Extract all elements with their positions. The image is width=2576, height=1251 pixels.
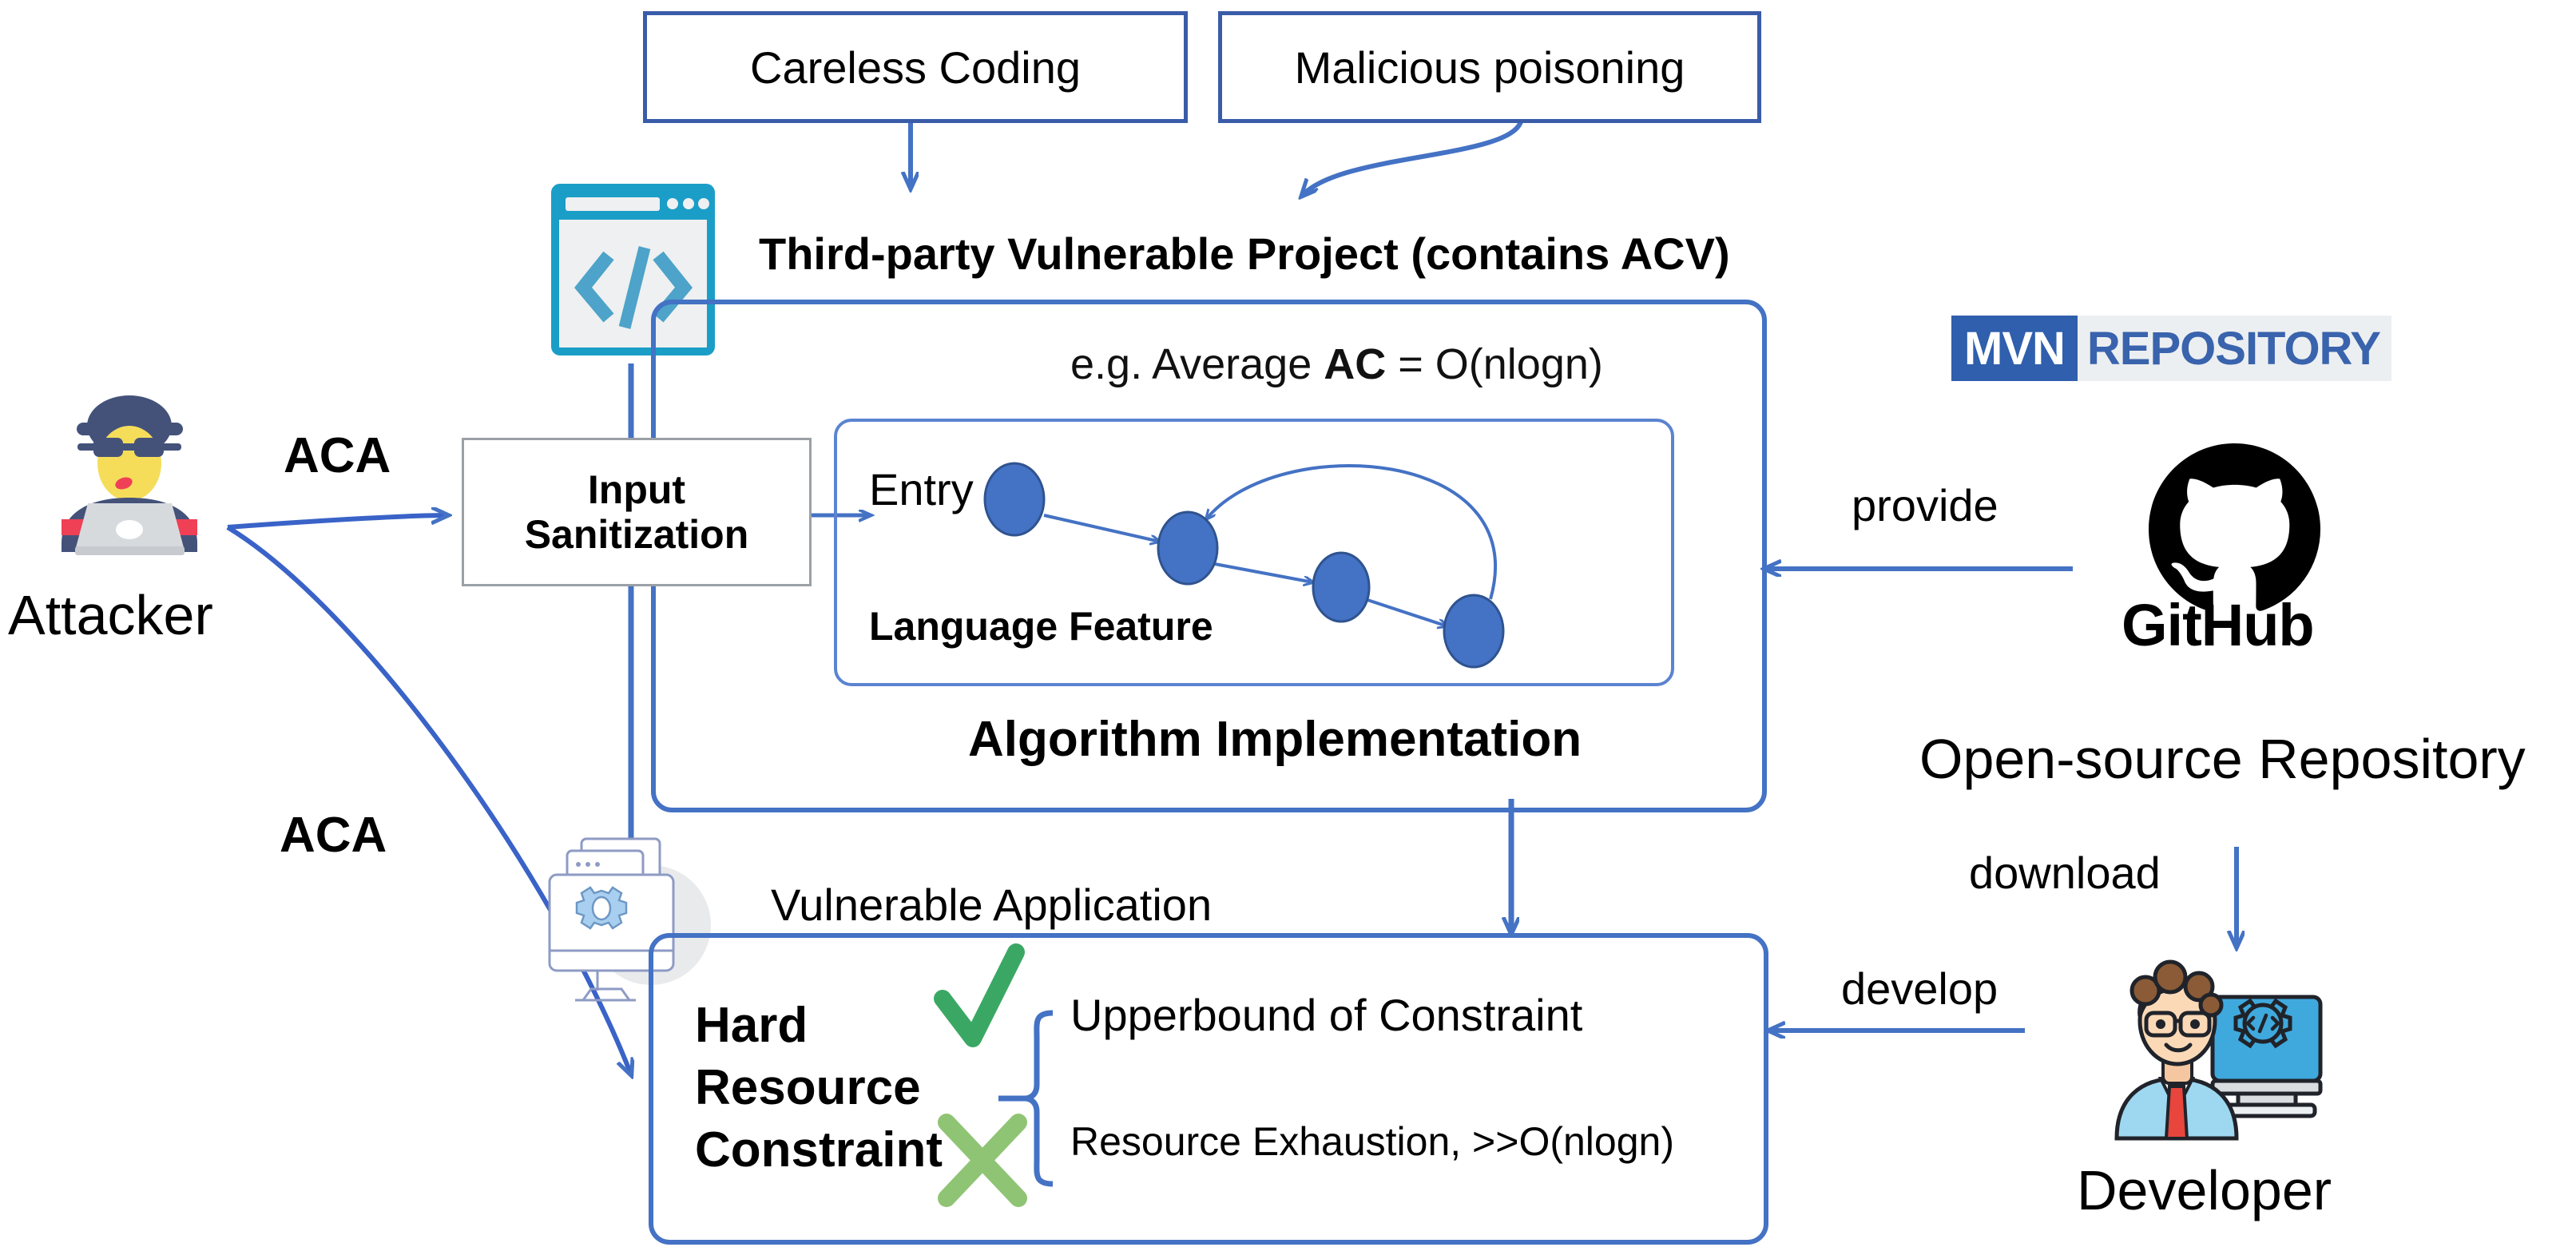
mvn-repository-logo[interactable]: MVN REPOSITORY (1951, 316, 2391, 381)
aca-label-top: ACA (284, 428, 391, 483)
mvn-logo-mark: MVN (1951, 316, 2078, 381)
source-label-careless: Careless Coding (750, 42, 1081, 93)
vulnerable-application-label: Vulnerable Application (771, 880, 1213, 930)
input-sanitization-line1: Input (587, 467, 686, 512)
algorithm-implementation-label: Algorithm Implementation (968, 712, 1582, 767)
arrow-aca-to-sanitization (227, 515, 447, 530)
code-window-icon (551, 184, 715, 355)
github-label: GitHub (2122, 592, 2315, 658)
language-feature-box (834, 419, 1674, 686)
aca-label-bottom: ACA (280, 808, 387, 863)
attacker-label: Attacker (8, 584, 213, 646)
resource-exhaustion-text: Resource Exhaustion, >>O(nlogn) (1070, 1119, 1674, 1164)
hard-resource-constraint-label: Hard Resource Constraint (695, 995, 943, 1182)
arrow-malicious-to-project (1302, 117, 1524, 196)
develop-label: develop (1841, 963, 1998, 1014)
hacker-avatar-icon (44, 395, 216, 567)
developer-avatar-icon (2093, 951, 2332, 1142)
input-sanitization-box[interactable]: Input Sanitization (462, 438, 812, 586)
developer-label: Developer (2077, 1159, 2332, 1221)
complexity-expression: e.g. Average AC = O(nlogn) (1070, 340, 1603, 389)
constraint-line3: Constraint (695, 1122, 943, 1178)
constraint-line1: Hard (695, 998, 808, 1053)
source-box-careless-coding[interactable]: Careless Coding (643, 11, 1188, 123)
complexity-suffix: = O(nlogn) (1386, 340, 1603, 388)
provide-label: provide (1852, 480, 1998, 530)
complexity-prefix: e.g. Average (1070, 340, 1324, 388)
constraint-line2: Resource (695, 1060, 921, 1116)
mvn-logo-text: REPOSITORY (2086, 322, 2381, 375)
application-container (649, 933, 1768, 1245)
page-title: Third-party Vulnerable Project (contains… (759, 228, 1730, 279)
source-box-malicious-poisoning[interactable]: Malicious poisoning (1218, 11, 1761, 123)
source-label-malicious: Malicious poisoning (1294, 42, 1685, 93)
language-feature-label: Language Feature (869, 604, 1213, 649)
download-label: download (1969, 848, 2161, 898)
github-octocat-icon (2149, 443, 2320, 615)
complexity-bold: AC (1324, 340, 1387, 388)
entry-label: Entry (869, 464, 974, 514)
input-sanitization-line2: Sanitization (524, 512, 749, 557)
open-source-repository-caption: Open-source Repository (1919, 728, 2526, 790)
upperbound-constraint-text: Upperbound of Constraint (1070, 990, 1583, 1040)
